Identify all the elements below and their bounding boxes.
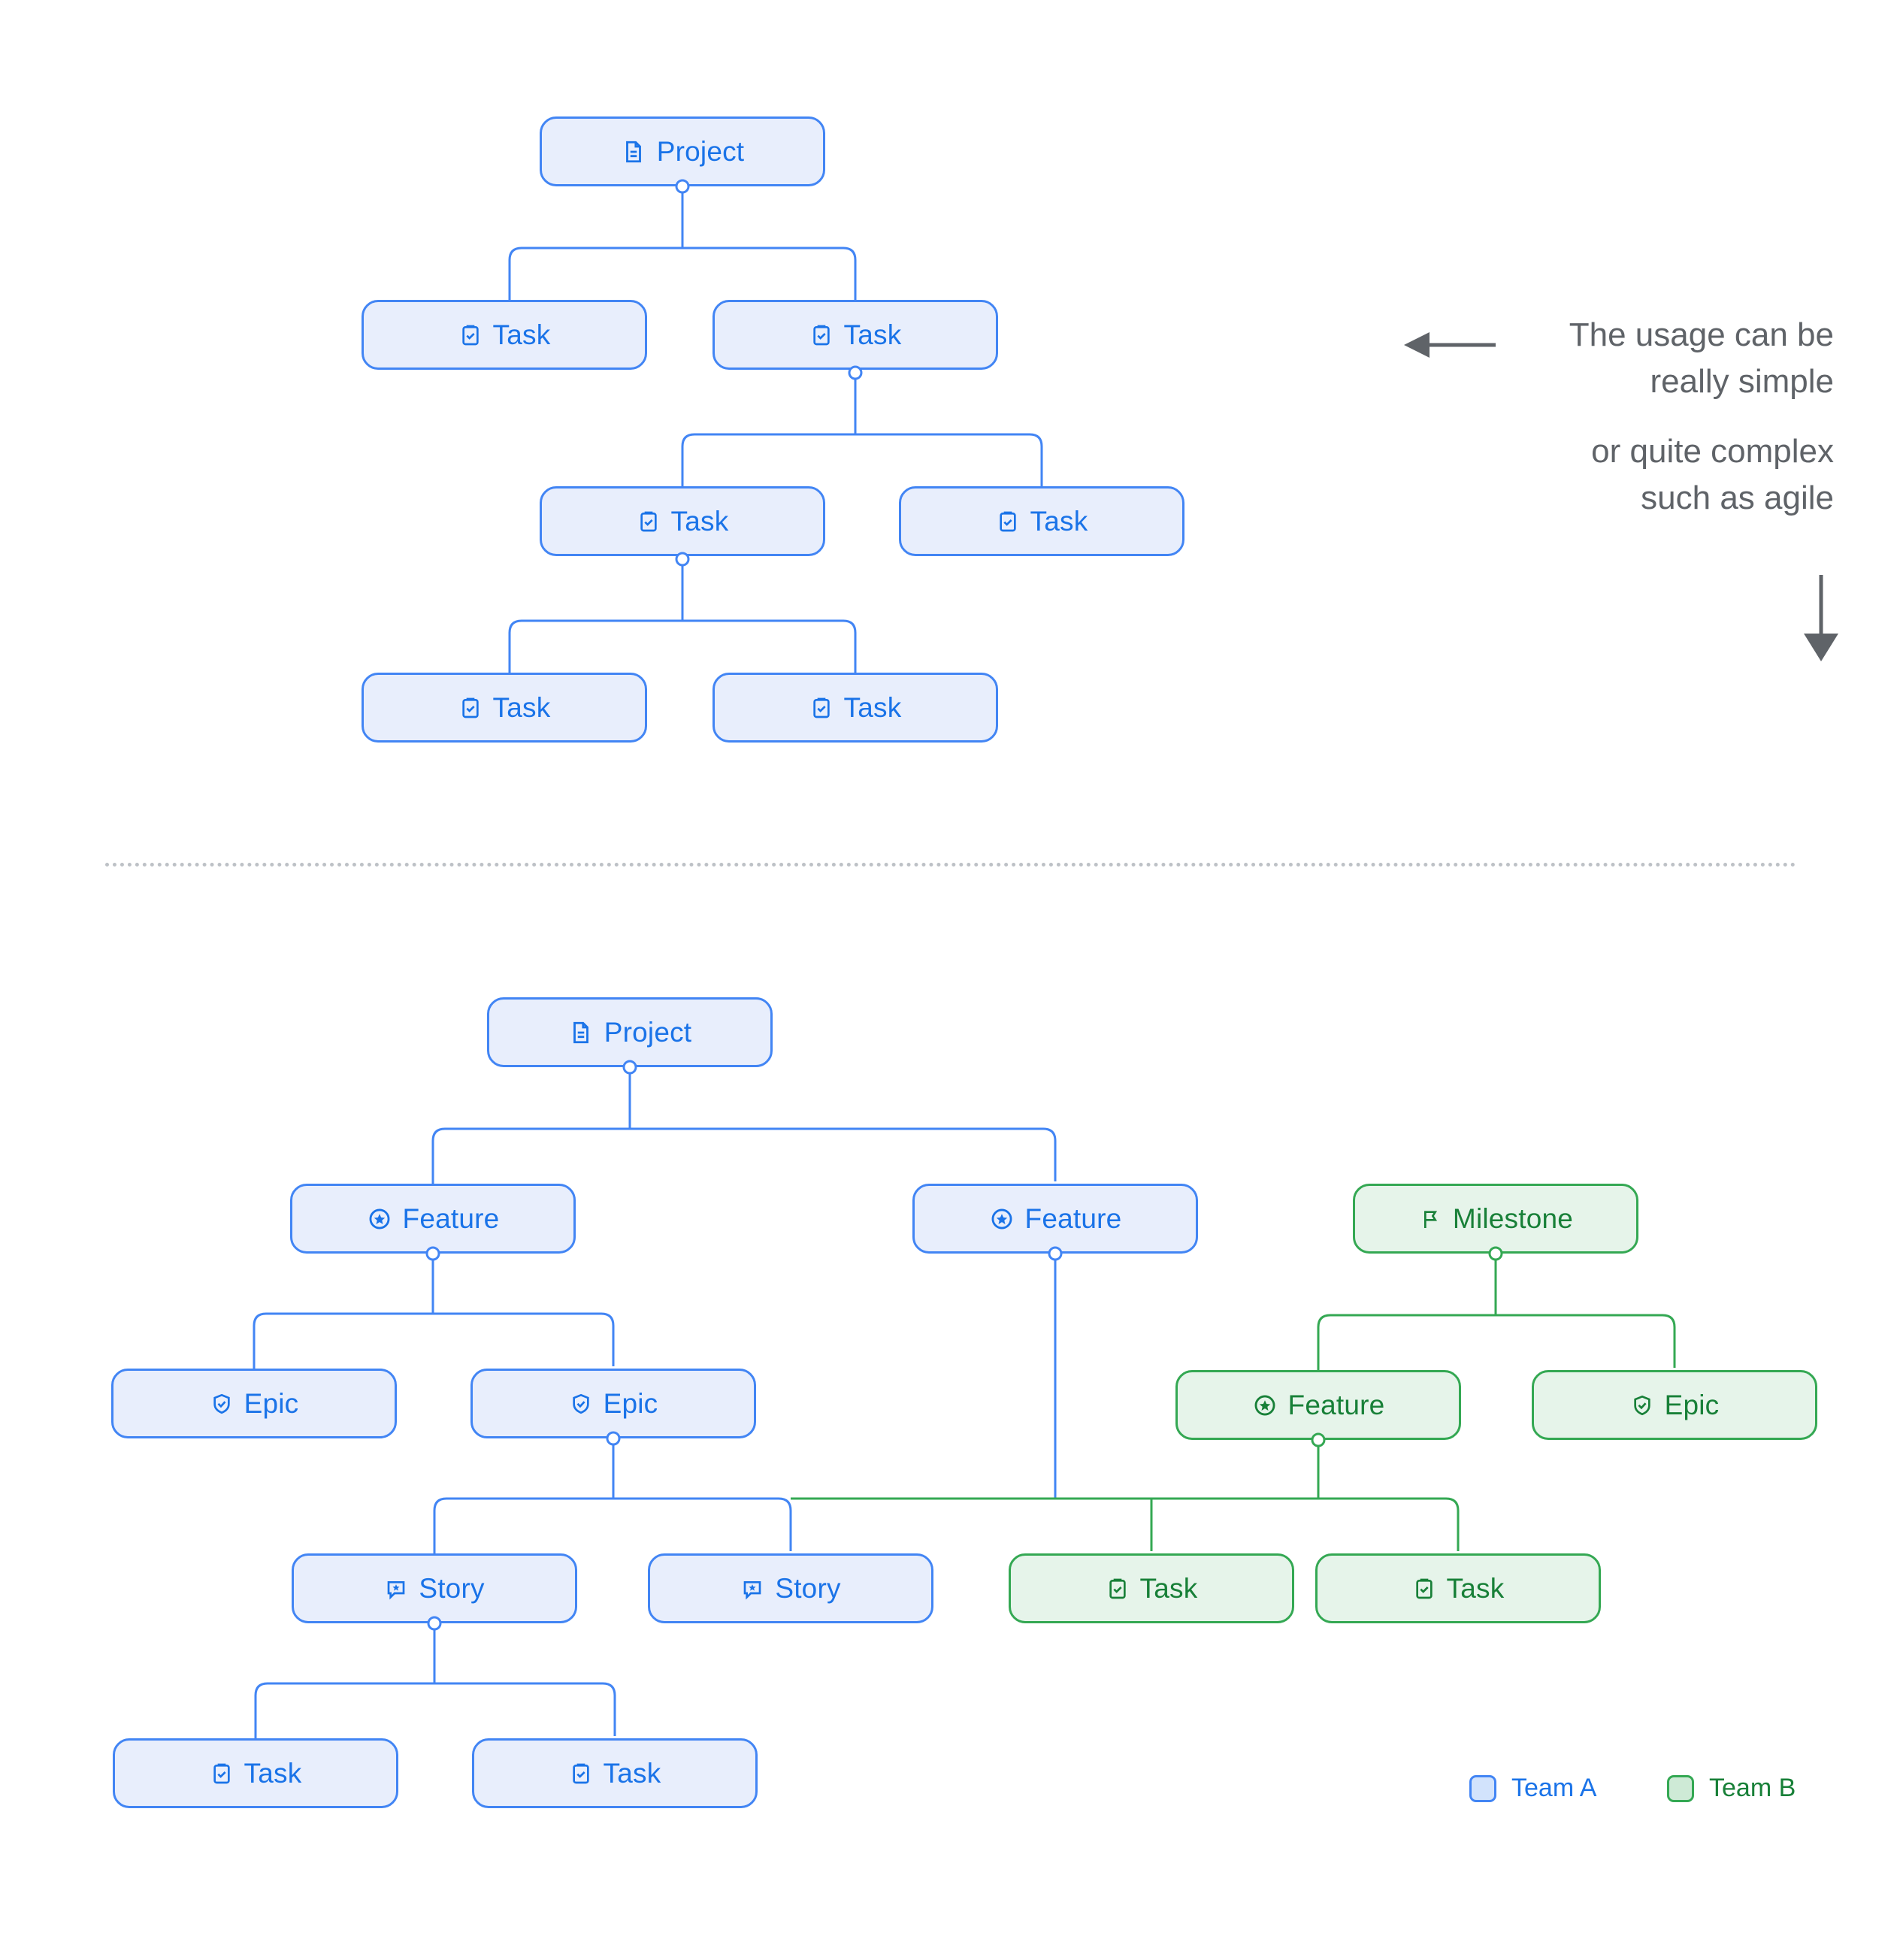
clipboard-check-icon xyxy=(1106,1577,1130,1601)
clipboard-check-icon xyxy=(996,510,1020,534)
port-feature1-out xyxy=(425,1246,440,1261)
node-feature-3[interactable]: Feature xyxy=(1175,1370,1461,1440)
node-label: Epic xyxy=(603,1388,658,1419)
node-label: Feature xyxy=(1024,1203,1122,1234)
node-label: Task xyxy=(244,1758,302,1789)
node-label: Task xyxy=(492,319,551,350)
annotation-line-1: The usage can be xyxy=(1569,316,1834,353)
node-project[interactable]: Project xyxy=(540,116,825,186)
node-story-1[interactable]: Story xyxy=(292,1553,577,1623)
port-milestone-out xyxy=(1488,1246,1503,1261)
legend-item-team-b: Team B xyxy=(1667,1774,1796,1803)
node-epic-1[interactable]: Epic xyxy=(111,1369,397,1438)
shield-check-icon xyxy=(210,1392,234,1416)
node-feature-1[interactable]: Feature xyxy=(290,1184,576,1254)
node-label: Feature xyxy=(1287,1390,1385,1420)
node-project-agile[interactable]: Project xyxy=(487,997,773,1067)
node-task-6[interactable]: Task xyxy=(712,673,998,743)
legend-label-team-b: Team B xyxy=(1709,1774,1796,1802)
node-label: Story xyxy=(775,1573,841,1604)
clipboard-check-icon xyxy=(809,696,834,720)
clipboard-check-icon xyxy=(1412,1577,1436,1601)
node-epic-2[interactable]: Epic xyxy=(470,1369,756,1438)
node-task-agile-2[interactable]: Task xyxy=(472,1738,758,1808)
arrow-down-icon xyxy=(1804,575,1838,661)
node-label: Task xyxy=(1446,1573,1505,1604)
document-icon xyxy=(568,1020,594,1045)
clipboard-check-icon xyxy=(458,323,483,347)
node-label: Epic xyxy=(1664,1390,1720,1420)
legend-swatch-team-a xyxy=(1469,1774,1496,1802)
node-label: Task xyxy=(843,319,902,350)
node-task-agile-1[interactable]: Task xyxy=(113,1738,398,1808)
node-label: Project xyxy=(604,1017,692,1048)
star-circle-icon xyxy=(1252,1393,1278,1418)
node-task-3[interactable]: Task xyxy=(540,486,825,556)
clipboard-check-icon xyxy=(210,1762,234,1786)
node-epic-3[interactable]: Epic xyxy=(1532,1370,1817,1440)
comment-star-icon xyxy=(384,1577,408,1601)
port-feature3-out xyxy=(1311,1432,1326,1447)
clipboard-check-icon xyxy=(458,696,483,720)
annotation-text: The usage can be really simple or quite … xyxy=(1451,312,1834,522)
node-label: Task xyxy=(492,692,551,723)
node-label: Project xyxy=(656,136,745,167)
node-task-5[interactable]: Task xyxy=(362,673,647,743)
clipboard-check-icon xyxy=(637,510,661,534)
node-task-2[interactable]: Task xyxy=(712,300,998,370)
node-task-green-2[interactable]: Task xyxy=(1315,1553,1601,1623)
node-label: Task xyxy=(1139,1573,1198,1604)
node-label: Story xyxy=(419,1573,485,1604)
node-milestone[interactable]: Milestone xyxy=(1353,1184,1638,1254)
port-task3-out xyxy=(675,552,690,567)
node-label: Task xyxy=(1030,506,1088,537)
node-task-1[interactable]: Task xyxy=(362,300,647,370)
port-project-agile-out xyxy=(622,1060,637,1075)
annotation-line-4: such as agile xyxy=(1641,479,1834,517)
node-label: Task xyxy=(843,692,902,723)
star-circle-icon xyxy=(989,1206,1015,1232)
port-project-out xyxy=(675,179,690,194)
shield-check-icon xyxy=(1630,1393,1654,1417)
clipboard-check-icon xyxy=(809,323,834,347)
comment-star-icon xyxy=(740,1577,764,1601)
annotation-line-2: really simple xyxy=(1650,363,1834,401)
legend-item-team-a: Team A xyxy=(1469,1774,1596,1803)
node-feature-2[interactable]: Feature xyxy=(912,1184,1198,1254)
node-task-green-1[interactable]: Task xyxy=(1009,1553,1294,1623)
clipboard-check-icon xyxy=(569,1762,593,1786)
shield-check-icon xyxy=(569,1392,593,1416)
port-epic2-out xyxy=(606,1431,621,1446)
legend-label-team-a: Team A xyxy=(1511,1774,1597,1802)
node-task-4[interactable]: Task xyxy=(899,486,1184,556)
star-circle-icon xyxy=(367,1206,392,1232)
flag-icon xyxy=(1418,1207,1442,1231)
port-story1-out xyxy=(427,1616,442,1631)
port-task2-out xyxy=(848,365,863,380)
node-label: Milestone xyxy=(1452,1203,1574,1234)
node-label: Task xyxy=(670,506,729,537)
node-label: Epic xyxy=(244,1388,299,1419)
section-divider xyxy=(105,863,1796,867)
legend-swatch-team-b xyxy=(1667,1774,1694,1802)
node-label: Task xyxy=(603,1758,661,1789)
document-icon xyxy=(621,139,646,165)
port-feature2-out xyxy=(1048,1246,1063,1261)
node-story-2[interactable]: Story xyxy=(648,1553,933,1623)
annotation-line-3: or quite complex xyxy=(1591,432,1834,470)
node-label: Feature xyxy=(402,1203,500,1234)
